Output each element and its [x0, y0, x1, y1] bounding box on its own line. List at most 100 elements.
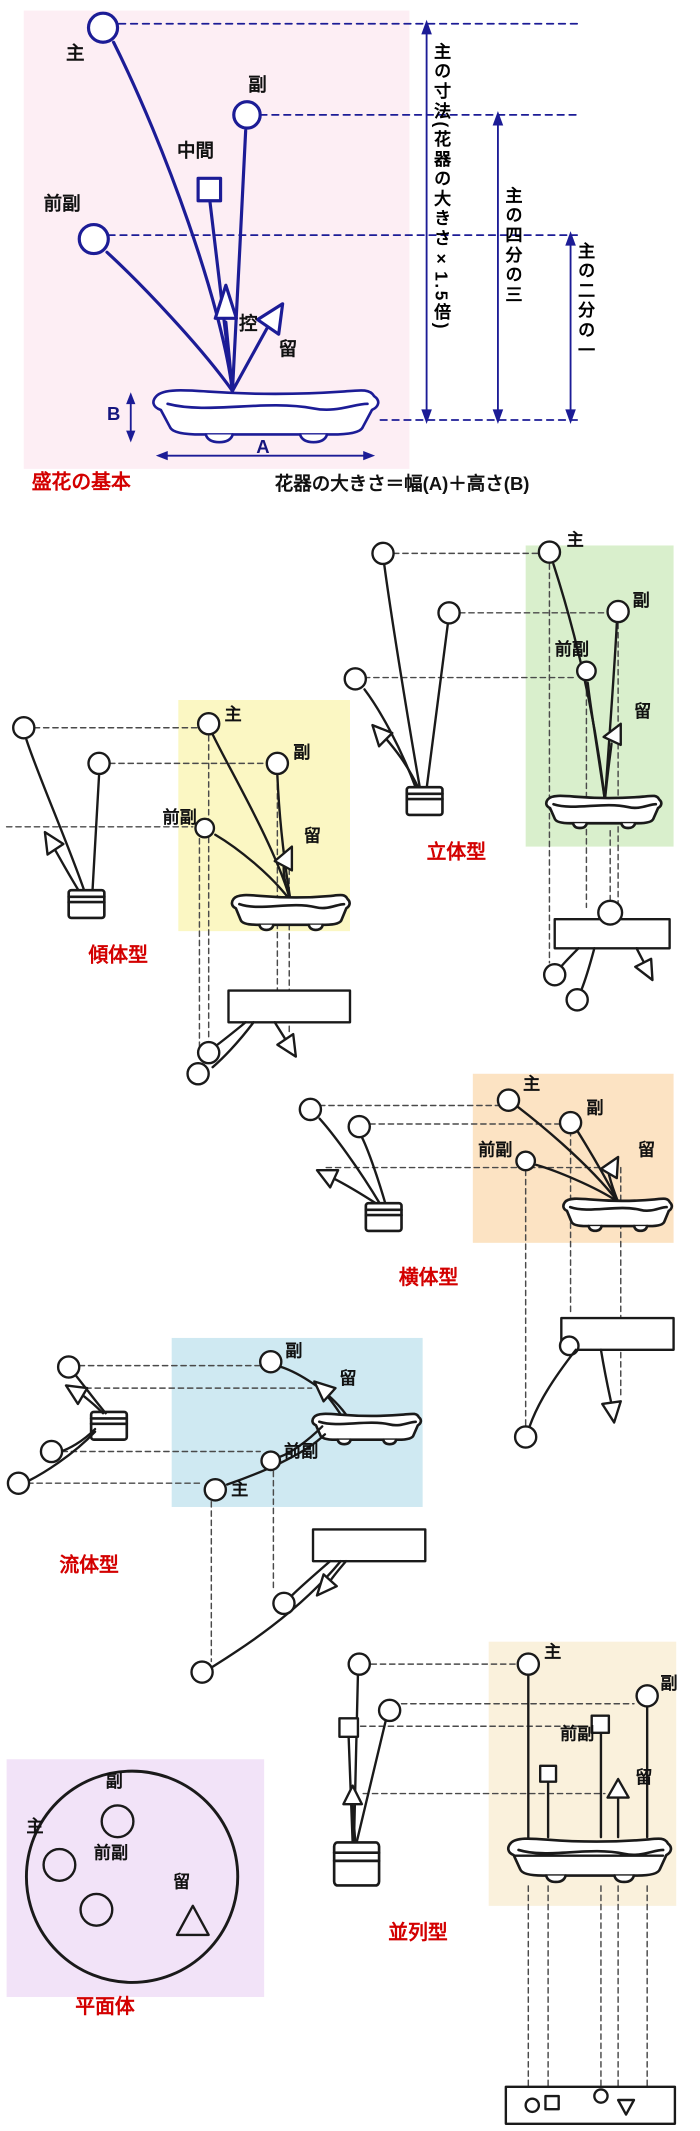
heimen-shu-label: 主 — [26, 1816, 44, 1836]
yokotai-caption: 横体型 — [398, 1266, 459, 1290]
ryutai-fuku-flower — [259, 1349, 283, 1374]
yokotai-diagram — [298, 1088, 675, 1449]
basic-vase — [153, 390, 378, 442]
heiretsu-tome-arrow — [606, 1777, 630, 1799]
ryutai-maefuku-flower — [260, 1450, 282, 1472]
basic-maefuku-label: 前副 — [43, 192, 81, 214]
rittai-shu-label: 主 — [566, 529, 584, 550]
basic-chukan-flower — [196, 176, 223, 203]
ryutai-diagram — [6, 1349, 427, 1684]
yokotai-maefuku-label: 前副 — [478, 1139, 513, 1160]
yokotai-front-view — [496, 1088, 673, 1232]
rittai-vase — [545, 794, 663, 830]
heiretsu-maefuku-flower — [590, 1714, 611, 1735]
heimen-tome-triangle — [175, 1904, 210, 1937]
basic-fuku-flower — [232, 100, 262, 130]
basic-dim-main-label: 主の寸法(花器の大きさ×1.5倍) — [431, 42, 452, 332]
heiretsu-tome-label: 留 — [635, 1767, 653, 1787]
heimen-fuku-label: 副 — [105, 1771, 123, 1791]
basic-formula: 花器の大きさ＝幅(A)＋高さ(B) — [274, 472, 530, 494]
ryutai-tome-arrow — [313, 1380, 337, 1403]
heimen-tome-label: 留 — [173, 1871, 191, 1892]
keitai-tome-arrow — [273, 845, 294, 872]
basic-fuku-label: 副 — [248, 73, 267, 96]
keitai-front-view — [194, 712, 351, 932]
keitai-side-view — [12, 715, 111, 920]
basic-caption: 盛花の基本 — [31, 471, 131, 494]
basic-hikae-arrow — [213, 283, 239, 320]
keitai-caption: 傾体型 — [88, 944, 148, 967]
basic-width-a-label: A — [256, 435, 270, 457]
rittai-fuku-flower — [606, 599, 630, 624]
rittai-tome-arrow — [602, 722, 622, 747]
heimen-fuku-flower — [100, 1804, 135, 1839]
basic-dim-half-label: 主の二分の一 — [575, 241, 596, 361]
rittai-diagram — [343, 540, 671, 1012]
heiretsu-diagram — [334, 1652, 677, 2125]
rittai-fuku-label: 副 — [632, 590, 650, 611]
heiretsu-shu-label: 主 — [544, 1641, 562, 1662]
ryutai-shu-flower — [203, 1478, 228, 1502]
ryutai-front-view — [203, 1349, 422, 1502]
heimen-maefuku-label: 前副 — [93, 1842, 129, 1863]
yokotai-side-view — [298, 1097, 403, 1233]
heimen-caption: 平面体 — [75, 1995, 135, 2019]
keitai-top-view — [186, 989, 352, 1086]
ryutai-shu-label: 主 — [231, 1479, 249, 1500]
yokotai-maefuku-flower — [515, 1150, 537, 1172]
ryutai-top-view — [190, 1528, 427, 1684]
keitai-diagram — [5, 712, 352, 1086]
basic-dimension-arrows — [421, 19, 576, 424]
basic-diagram — [77, 11, 579, 461]
heiretsu-guide-lines — [359, 1663, 648, 2107]
heiretsu-front-view — [506, 1652, 673, 1884]
yokotai-fuku-flower — [558, 1110, 583, 1135]
yokotai-tome-arrow — [599, 1155, 620, 1180]
keitai-fuku-label: 副 — [293, 742, 311, 763]
rittai-side-view — [343, 541, 461, 817]
yokotai-tome-label: 留 — [637, 1139, 656, 1160]
basic-tome-arrow — [255, 302, 285, 336]
basic-chukan-label: 中間 — [176, 140, 214, 162]
keitai-shu-flower — [196, 712, 221, 736]
yokotai-shu-label: 主 — [523, 1073, 541, 1094]
keitai-maefuku-flower — [194, 817, 216, 839]
yokotai-vase — [562, 1197, 673, 1232]
ryutai-maefuku-label: 前副 — [283, 1440, 319, 1461]
ryutai-side-view — [6, 1355, 129, 1495]
basic-tome-label: 留 — [278, 338, 298, 360]
ryutai-fuku-label: 副 — [285, 1340, 303, 1361]
basic-dim-three-quarters-label: 主の四分の三 — [502, 186, 523, 306]
yokotai-top-view — [513, 1316, 675, 1449]
rittai-shu-flower — [537, 540, 562, 564]
ryutai-guide-lines — [27, 1364, 313, 1663]
rittai-caption: 立体型 — [426, 841, 487, 864]
basic-ab-arrows — [126, 392, 376, 461]
ryutai-tome-label: 留 — [339, 1368, 357, 1389]
heiretsu-plan-view — [504, 2085, 677, 2125]
heiretsu-maefuku-label: 前副 — [560, 1723, 595, 1744]
basic-shu-label: 主 — [66, 42, 85, 64]
keitai-maefuku-label: 前副 — [162, 806, 197, 827]
rittai-tome-label: 留 — [633, 701, 652, 722]
heiretsu-fuku-flower — [635, 1684, 659, 1708]
ryutai-caption: 流体型 — [59, 1554, 119, 1577]
heiretsu-fuku-label: 副 — [660, 1673, 678, 1694]
heiretsu-shu-flower — [516, 1652, 541, 1676]
rittai-maefuku-flower — [575, 660, 597, 682]
rittai-top-view — [542, 899, 671, 1012]
keitai-fuku-flower — [265, 751, 290, 776]
basic-maefuku-flower — [77, 222, 110, 256]
keitai-shu-label: 主 — [224, 703, 242, 724]
heimen-diagram — [24, 1769, 240, 1984]
rittai-guide-lines — [363, 552, 619, 964]
basic-height-b-label: B — [106, 402, 121, 424]
basic-guide-lines — [107, 22, 579, 421]
heimen-section-bg — [6, 1759, 265, 1997]
heiretsu-side-view — [334, 1652, 402, 1886]
keitai-tome-label: 留 — [303, 825, 321, 846]
heimen-vase-circle — [24, 1769, 240, 1984]
